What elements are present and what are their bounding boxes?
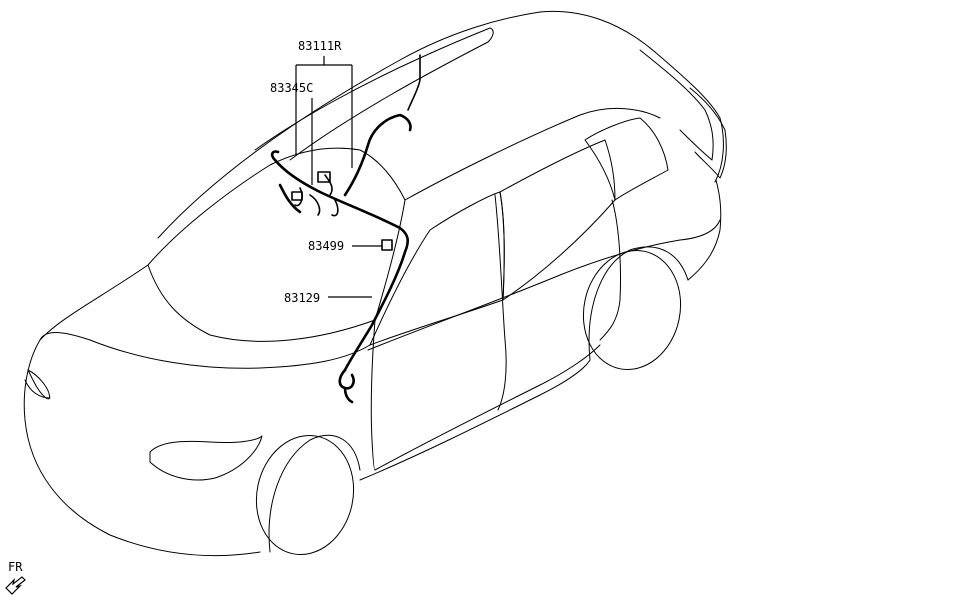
harness-left-end bbox=[270, 150, 302, 214]
connector-block-b bbox=[291, 191, 303, 201]
orientation-indicator: FR bbox=[5, 560, 26, 595]
wiring-harness bbox=[270, 54, 421, 404]
headlight bbox=[149, 435, 263, 481]
vehicle-body-outline bbox=[23, 10, 727, 557]
harness-main bbox=[273, 158, 410, 372]
front-direction-arrow-icon bbox=[5, 576, 26, 595]
harness-roof-branch bbox=[343, 113, 412, 197]
rear-wheel bbox=[582, 249, 682, 371]
connector-block-a bbox=[317, 171, 331, 183]
rear-wheel-arch bbox=[588, 246, 689, 361]
callout-83499-group: 83499 bbox=[308, 239, 382, 253]
harness-bottom-loop bbox=[338, 368, 355, 404]
rear-glass bbox=[689, 87, 727, 179]
corner-light bbox=[27, 369, 51, 400]
front-fender bbox=[370, 319, 376, 471]
orientation-label: FR bbox=[8, 560, 23, 574]
rear-bumper bbox=[687, 179, 722, 281]
roof-rail bbox=[254, 27, 494, 161]
connector-83499 bbox=[381, 239, 393, 251]
callout-83345c-group: 83345C bbox=[270, 81, 313, 185]
harness-roof-drop bbox=[407, 54, 421, 111]
roof-outline bbox=[157, 10, 724, 239]
front-wheel bbox=[255, 434, 355, 556]
callout-83129-group: 83129 bbox=[284, 291, 372, 305]
hood bbox=[39, 264, 371, 369]
rear-pillar bbox=[639, 49, 714, 161]
side-window-quarter bbox=[584, 117, 669, 201]
a-pillar bbox=[404, 107, 661, 201]
rear-door-seam bbox=[599, 199, 622, 341]
callout-83129: 83129 bbox=[284, 291, 320, 305]
callout-83345c: 83345C bbox=[270, 81, 313, 95]
front-fascia bbox=[23, 339, 261, 557]
rocker-panel bbox=[359, 359, 591, 481]
belt-line bbox=[367, 219, 721, 351]
front-wheel-arch bbox=[268, 435, 361, 553]
lower-body bbox=[374, 344, 601, 471]
harness-connector-cluster bbox=[294, 174, 339, 217]
callout-83499: 83499 bbox=[308, 239, 344, 253]
callout-83111r: 83111R bbox=[298, 39, 342, 53]
side-window-rear bbox=[499, 139, 616, 301]
front-door-seam bbox=[494, 194, 507, 411]
callout-83111r-group: 83111R bbox=[295, 39, 353, 168]
windshield bbox=[147, 147, 406, 342]
